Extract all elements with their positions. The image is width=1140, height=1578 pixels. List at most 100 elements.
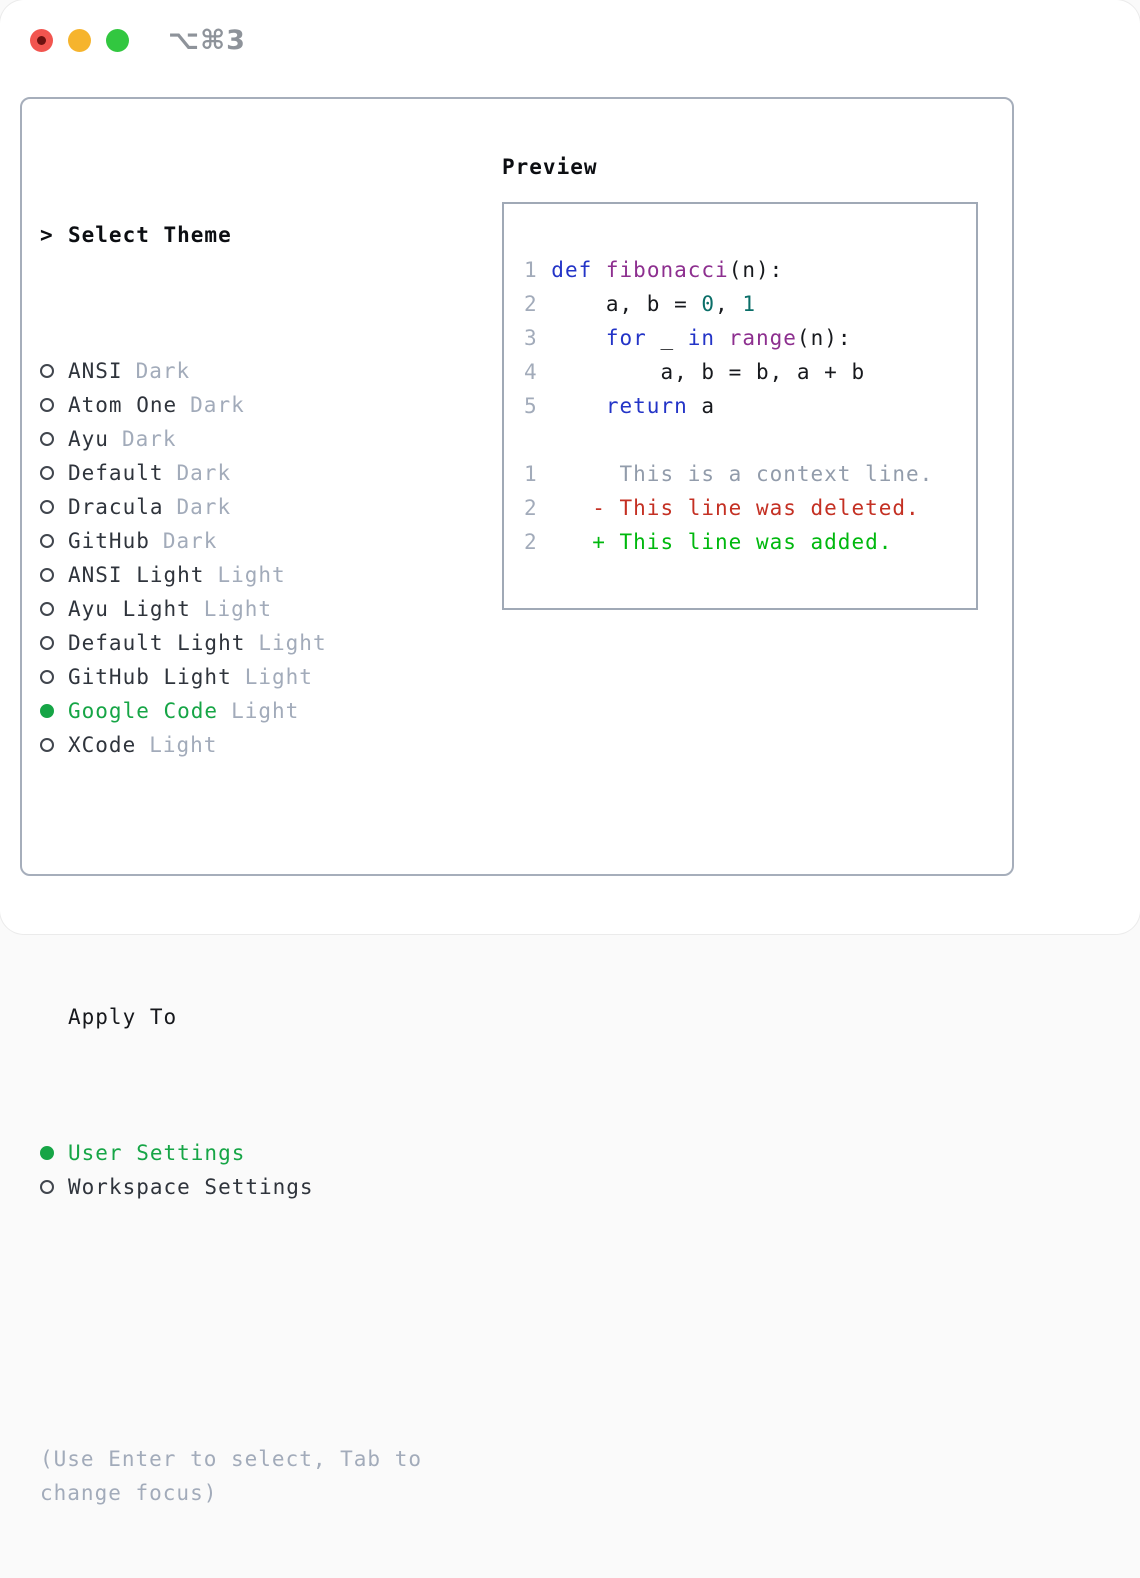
radio-icon — [40, 602, 68, 616]
radio-icon — [40, 636, 68, 650]
option-tag: Dark — [190, 393, 245, 417]
radio-icon — [40, 1180, 68, 1194]
option-tag: Dark — [176, 495, 232, 519]
theme-option[interactable]: Default Dark — [40, 456, 422, 490]
diff-text: - This line was deleted. — [592, 496, 920, 520]
minimize-button[interactable] — [68, 29, 91, 52]
option-tag: Dark — [162, 529, 218, 553]
line-number: 3 — [524, 326, 552, 350]
preview-column: Preview 1 def fibonacci(n):2 a, b = 0, 1… — [502, 150, 978, 610]
help-line: (Use Enter to select, Tab to — [40, 1447, 423, 1471]
option-label: Dracula — [68, 495, 164, 519]
option-tag: Light — [149, 733, 218, 757]
diff-text: + This line was added. — [592, 530, 893, 554]
radio-icon — [40, 534, 68, 548]
radio-selected-icon — [40, 704, 68, 718]
line-number: 2 — [524, 496, 538, 520]
line-number: 1 — [524, 462, 538, 486]
option-label: Workspace Settings — [68, 1175, 314, 1199]
code-token: for — [605, 326, 647, 350]
hollow-circle-icon — [40, 670, 54, 684]
line-number: 5 — [524, 394, 552, 418]
theme-option[interactable]: ANSI Light Light — [40, 558, 422, 592]
option-tag: Dark — [176, 461, 232, 485]
code-token: (n): — [728, 258, 784, 282]
code-token: a, b = — [551, 292, 702, 316]
close-button[interactable] — [30, 29, 53, 52]
zoom-button[interactable] — [106, 29, 129, 52]
radio-icon — [40, 568, 68, 582]
theme-option[interactable]: Atom One Dark — [40, 388, 422, 422]
hollow-circle-icon — [40, 602, 54, 616]
apply-to-header: Apply To — [40, 1000, 422, 1034]
filled-circle-icon — [40, 704, 54, 718]
code-token: fibonacci — [605, 258, 729, 282]
option-label: Google Code — [68, 699, 219, 723]
preview-title: Preview — [502, 155, 598, 179]
hollow-circle-icon — [40, 466, 54, 480]
hollow-circle-icon — [40, 636, 54, 650]
theme-option[interactable]: Ayu Light Light — [40, 592, 422, 626]
gap — [538, 462, 593, 486]
code-token — [592, 258, 606, 282]
option-label: Default — [68, 461, 164, 485]
option-label: ANSI Light — [68, 563, 205, 587]
code-token: in — [687, 326, 716, 350]
window-title: ⌥⌘3 — [168, 25, 246, 56]
radio-icon — [40, 364, 68, 378]
hollow-circle-icon — [40, 500, 54, 514]
option-label: User Settings — [68, 1141, 246, 1165]
hollow-circle-icon — [40, 1180, 54, 1194]
code-token: _ — [646, 326, 688, 350]
preview-line: 2 a, b = 0, 1 — [524, 287, 976, 321]
help-text: (Use Enter to select, Tab to change focus… — [40, 1442, 422, 1510]
apply-to-option[interactable]: User Settings — [40, 1136, 422, 1170]
option-label: Atom One — [68, 393, 178, 417]
hollow-circle-icon — [40, 398, 54, 412]
preview-line: 1 def fibonacci(n): — [524, 253, 976, 287]
theme-option[interactable]: GitHub Light Light — [40, 660, 422, 694]
blank-line — [524, 428, 538, 452]
apply-to-title: Apply To — [68, 1005, 178, 1029]
option-tag: Light — [244, 665, 313, 689]
code-token: a, b = b, a + b — [551, 360, 866, 384]
option-tag: Light — [217, 563, 286, 587]
select-theme-title: Select Theme — [68, 223, 232, 247]
code-token: 1 — [742, 292, 756, 316]
gap — [538, 530, 593, 554]
theme-option[interactable]: GitHub Dark — [40, 524, 422, 558]
code-token — [551, 326, 606, 350]
filled-circle-icon — [40, 1146, 54, 1160]
radio-icon — [40, 466, 68, 480]
code-token: , — [715, 292, 743, 316]
code-token — [715, 326, 729, 350]
apply-to-option[interactable]: Workspace Settings — [40, 1170, 422, 1204]
preview-line: 2 - This line was deleted. — [524, 491, 976, 525]
option-label: ANSI — [68, 359, 123, 383]
option-label: Ayu Light — [68, 597, 191, 621]
select-theme-header: > Select Theme — [40, 218, 422, 252]
code-token: def — [551, 258, 593, 282]
option-tag: Light — [231, 699, 300, 723]
theme-option[interactable]: Google Code Light — [40, 694, 422, 728]
option-label: GitHub Light — [68, 665, 232, 689]
theme-option[interactable]: Dracula Dark — [40, 490, 422, 524]
option-tag: Light — [203, 597, 273, 621]
code-token: a — [687, 394, 716, 418]
titlebar: ⌥⌘3 — [30, 25, 246, 56]
line-number: 1 — [524, 258, 552, 282]
help-line: change focus) — [40, 1481, 218, 1505]
option-label: GitHub — [68, 529, 150, 553]
line-number: 4 — [524, 360, 552, 384]
